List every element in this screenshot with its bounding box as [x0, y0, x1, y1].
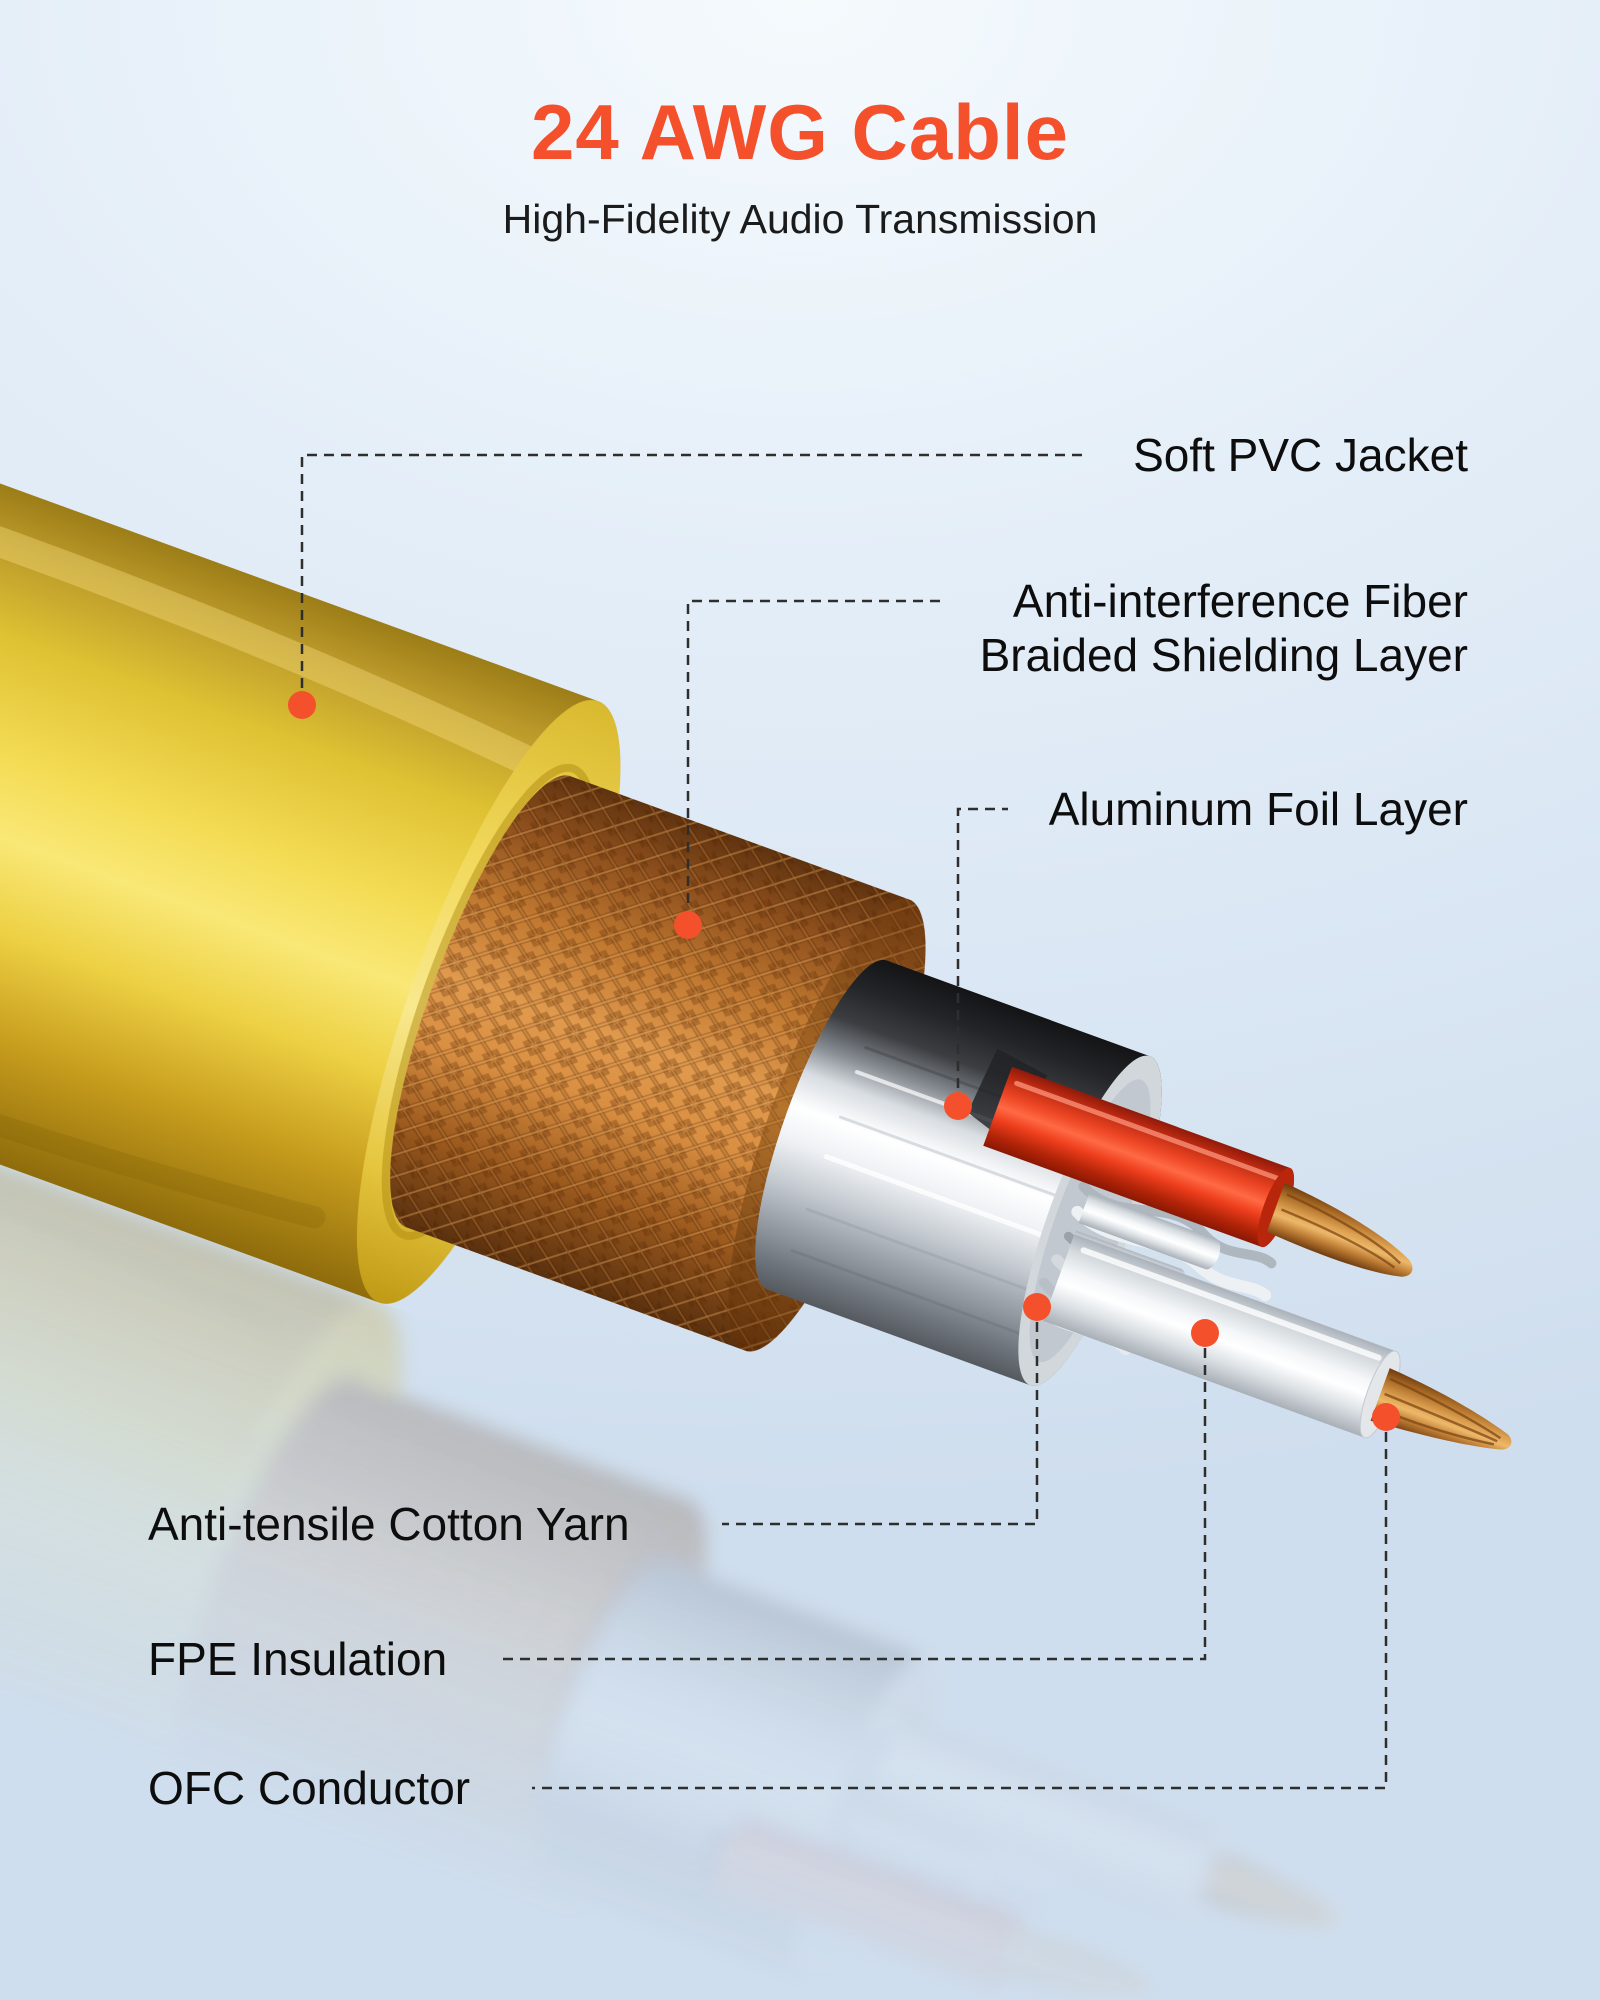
leader-soft-pvc-jacket [300, 453, 1085, 688]
marker-soft-pvc-jacket [288, 691, 316, 719]
callout-braided-shielding-line1: Anti-interference Fiber [1012, 575, 1468, 627]
cable-illustration [0, 267, 1600, 2000]
leader-fpe-insulation [497, 1348, 1207, 1661]
callout-soft-pvc-jacket: Soft PVC Jacket [1133, 429, 1468, 481]
page-subtitle: High-Fidelity Audio Transmission [502, 195, 1098, 242]
page-title: 24 AWG Cable [531, 88, 1069, 176]
marker-cotton-yarn [1023, 1293, 1051, 1321]
callout-braided-shielding: Anti-interference Fiber Braided Shieldin… [980, 574, 1468, 683]
marker-aluminum-foil [944, 1092, 972, 1120]
marker-fpe-insulation [1191, 1319, 1219, 1347]
marker-braided-shielding [674, 911, 702, 939]
callout-fpe-insulation: FPE Insulation [148, 1633, 448, 1685]
callout-aluminum-foil: Aluminum Foil Layer [1048, 783, 1468, 835]
callout-ofc-conductor: OFC Conductor [148, 1762, 471, 1814]
callout-cotton-yarn: Anti-tensile Cotton Yarn [148, 1498, 630, 1550]
leader-cotton-yarn [722, 1322, 1039, 1526]
marker-ofc-conductor [1372, 1403, 1400, 1431]
header: 24 AWG Cable High-Fidelity Audio Transmi… [0, 88, 1600, 243]
leader-aluminum-foil [956, 807, 1008, 1088]
callout-braided-shielding-line2: Braided Shielding Layer [979, 629, 1468, 682]
leader-ofc-conductor [532, 1432, 1388, 1790]
